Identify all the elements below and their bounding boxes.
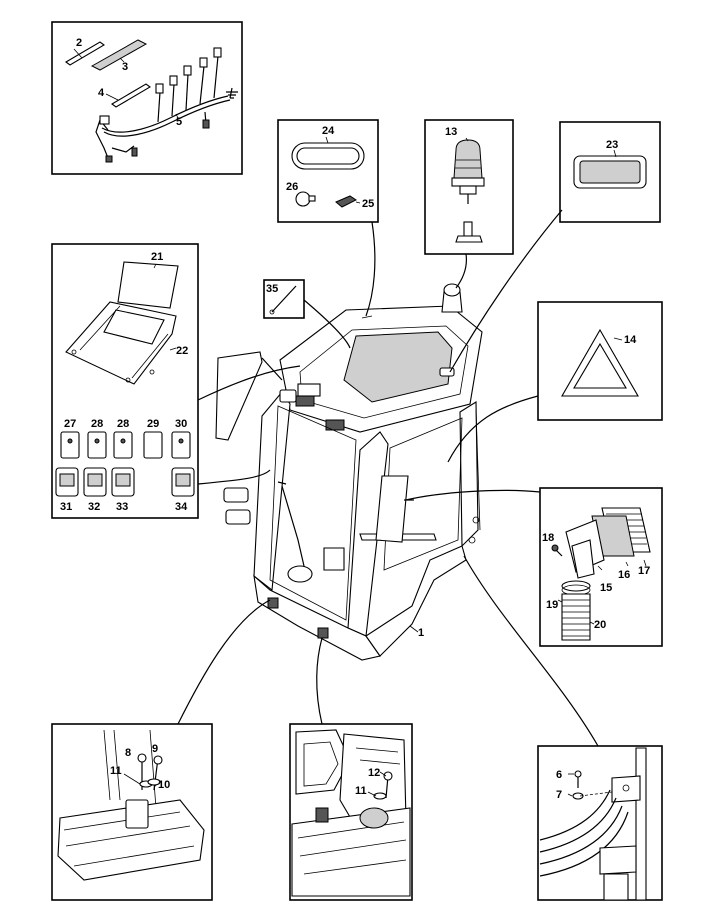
rocker-switch-row — [60, 431, 191, 459]
label-22: 22 — [176, 345, 188, 357]
label-35: 35 — [266, 283, 278, 295]
label-24: 24 — [322, 125, 335, 137]
lens-part — [573, 155, 647, 189]
callout-beacon: 13 — [424, 119, 514, 255]
leader-lines — [177, 209, 599, 747]
label-26: 26 — [286, 181, 298, 193]
callout-wiring-harness: 2 3 4 5 — [51, 21, 243, 175]
knob-part — [295, 191, 316, 207]
callout-interior-light: 24 26 25 — [277, 119, 379, 223]
callout-smv-sign: 14 — [537, 301, 663, 421]
label-27: 27 — [64, 418, 76, 430]
callout-air-vent: 18 15 16 17 19 20 — [539, 487, 663, 647]
flexible-hose-part — [561, 593, 591, 641]
label-19: 19 — [546, 599, 558, 611]
label-11a: 11 — [110, 765, 122, 777]
label-7: 7 — [556, 789, 562, 801]
console-part — [65, 301, 177, 385]
label-20: 20 — [594, 619, 606, 631]
callout-lens: 23 — [559, 121, 661, 223]
label-8: 8 — [125, 747, 131, 759]
label-32: 32 — [88, 501, 100, 513]
label-34: 34 — [175, 501, 188, 513]
label-25: 25 — [362, 198, 374, 210]
label-13: 13 — [445, 126, 457, 138]
label-12: 12 — [368, 767, 380, 779]
beacon-mount-part — [455, 221, 483, 243]
label-28a: 28 — [91, 418, 103, 430]
seal-strip-part — [90, 39, 148, 71]
hose-clamp-part — [561, 580, 591, 596]
wiring-harness-part — [95, 47, 238, 163]
label-3: 3 — [122, 61, 128, 73]
lamp-bezel-part — [291, 142, 365, 170]
label-14: 14 — [624, 334, 637, 346]
vent-housing-part — [565, 519, 605, 579]
label-15: 15 — [600, 582, 612, 594]
label-11b: 11 — [355, 785, 367, 797]
label-29: 29 — [147, 418, 159, 430]
label-17: 17 — [638, 565, 650, 577]
clip-part — [335, 195, 357, 208]
label-10: 10 — [158, 779, 170, 791]
callout-console-switches: 21 22 27 28 28 29 30 31 32 33 34 — [51, 243, 199, 519]
cable-clip-part — [111, 83, 151, 108]
label-18: 18 — [542, 532, 554, 544]
label-2: 2 — [76, 37, 82, 49]
bolt-part — [373, 771, 393, 800]
label-16: 16 — [618, 569, 630, 581]
label-30: 30 — [175, 418, 187, 430]
callout-antenna: 35 — [263, 279, 305, 319]
label-33: 33 — [116, 501, 128, 513]
label-23: 23 — [606, 139, 618, 151]
cab-assembly: 1 — [215, 283, 483, 661]
trim-strip-part — [65, 41, 105, 66]
callout-rear-mount: 12 11 — [289, 723, 413, 901]
screw-part — [551, 544, 563, 557]
cover-part — [117, 261, 179, 309]
label-31: 31 — [60, 501, 72, 513]
switch-cap-row — [55, 467, 195, 497]
callout-front-mount: 8 9 11 10 — [51, 723, 213, 901]
callout-door-hinge: 6 7 — [537, 745, 663, 901]
label-5: 5 — [176, 116, 182, 128]
label-9: 9 — [152, 743, 158, 755]
label-4: 4 — [98, 87, 105, 99]
label-1: 1 — [418, 627, 424, 639]
beacon-part — [451, 139, 485, 204]
label-6: 6 — [556, 769, 562, 781]
label-28b: 28 — [117, 418, 129, 430]
screw-part — [574, 770, 582, 788]
label-21: 21 — [151, 251, 163, 263]
